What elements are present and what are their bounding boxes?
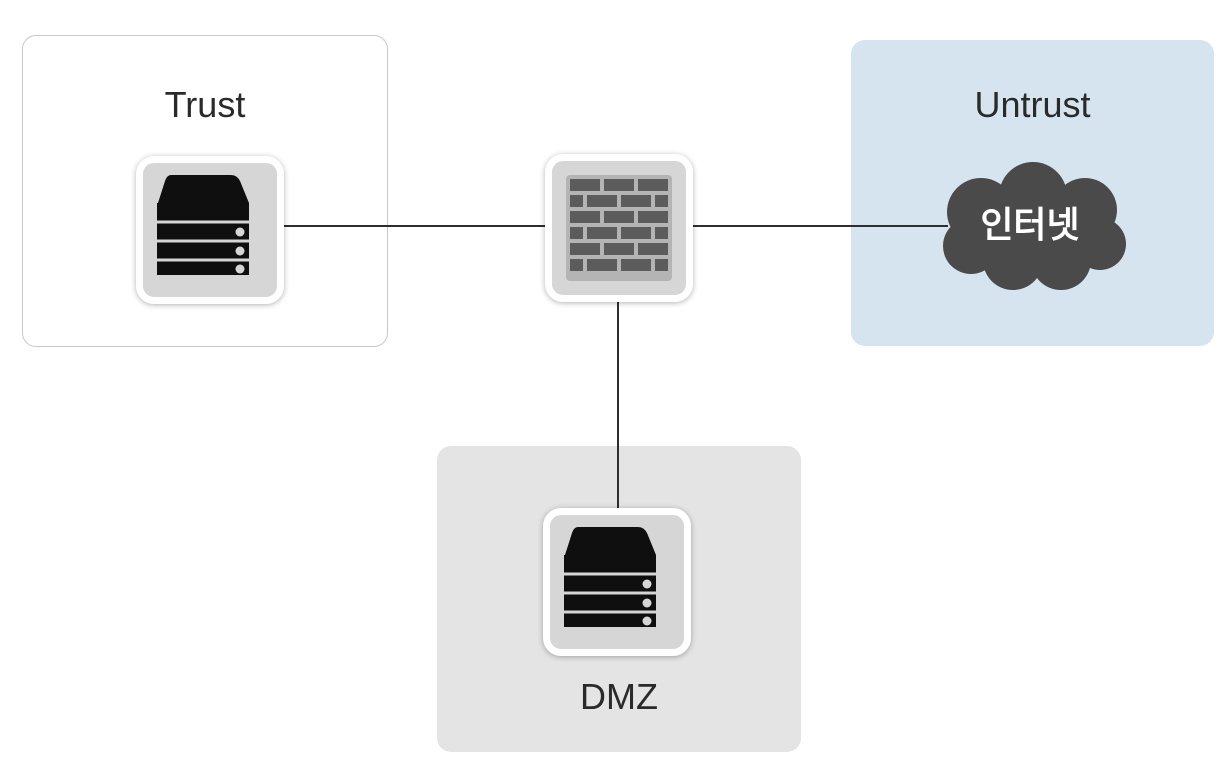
trust-server [136,156,284,304]
firewall [545,154,693,302]
server-icon [157,175,249,275]
cloud-icon [943,162,1126,290]
internet-label: 인터넷 [980,205,1080,246]
dmz-server [543,508,691,656]
zone-untrust-label: Untrust [974,84,1091,125]
firewall-icon [566,175,672,281]
zone-trust-label: Trust [164,84,246,125]
server-icon [564,527,656,627]
zone-dmz-label: DMZ [580,676,658,717]
